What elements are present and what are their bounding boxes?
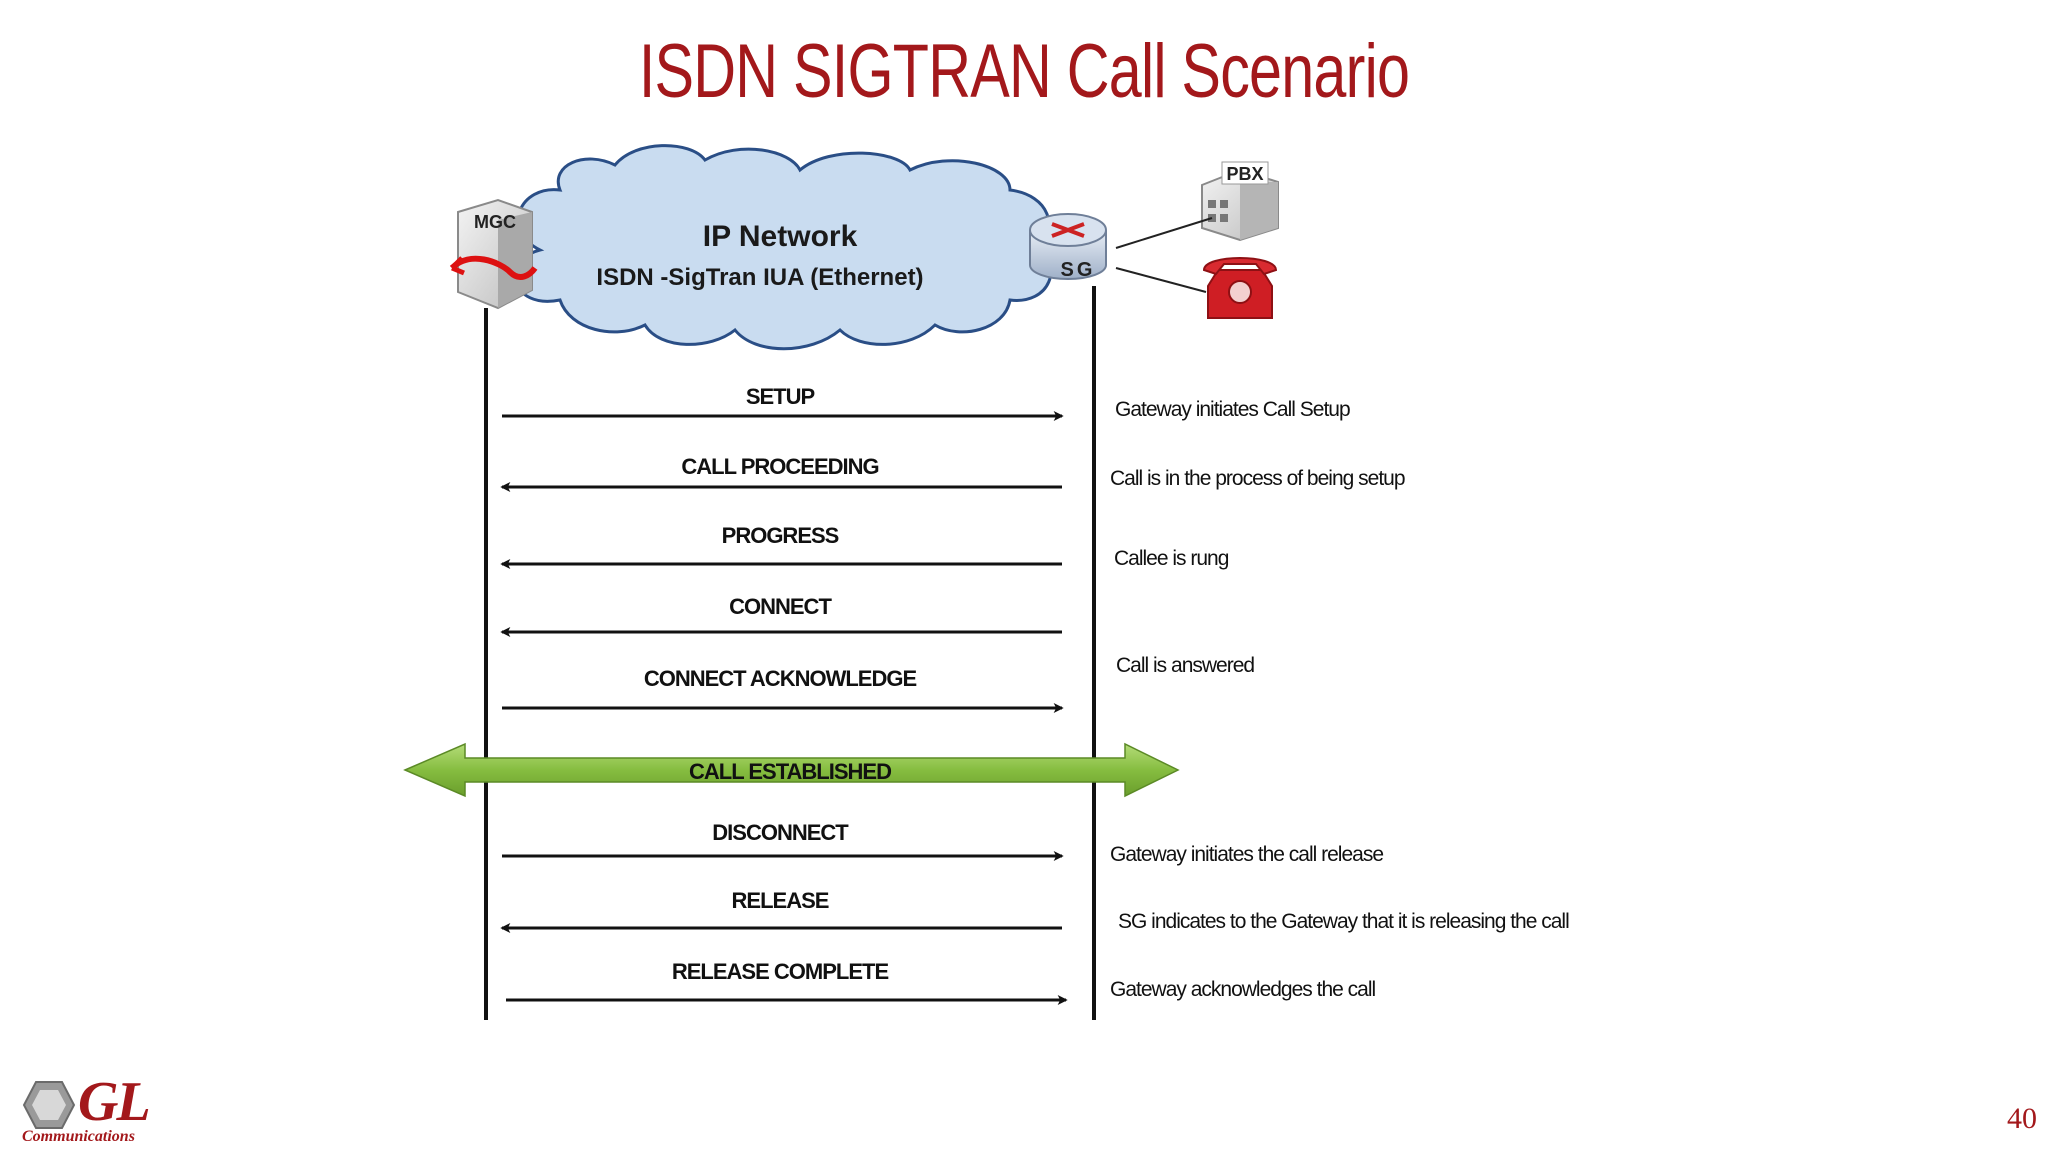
call-established-label: CALL ESTABLISHED bbox=[689, 759, 891, 784]
sg-label: SG bbox=[1061, 259, 1096, 281]
slide-title: ISDN SIGTRAN Call Scenario bbox=[638, 29, 1410, 114]
gl-communications-logo: GL Communications bbox=[20, 1071, 170, 1148]
message-note: Gateway initiates Call Setup bbox=[1115, 398, 1350, 421]
sg-phone-link bbox=[1115, 267, 1207, 293]
message-note: SG indicates to the Gateway that it is r… bbox=[1118, 910, 1569, 933]
message-label: SETUP bbox=[746, 384, 815, 409]
message-arrow-progress: PROGRESS Callee is rung bbox=[500, 523, 1230, 570]
message-arrow-setup: SETUP Gateway initiates Call Setup bbox=[502, 384, 1351, 421]
ip-network-cloud: IP Network ISDN -SigTran IUA (Ethernet) bbox=[513, 144, 1053, 351]
message-label: CONNECT bbox=[729, 594, 832, 619]
logo-hexagon-icon bbox=[22, 1081, 76, 1129]
message-label: PROGRESS bbox=[722, 523, 839, 548]
message-note: Call is answered bbox=[1116, 654, 1254, 677]
message-arrow-disconnect: DISCONNECT Gateway initiates the call re… bbox=[502, 820, 1384, 866]
message-arrow-call-proceeding: CALL PROCEEDING Call is in the process o… bbox=[500, 454, 1406, 492]
message-note: Gateway acknowledges the call bbox=[1110, 978, 1375, 1001]
pbx-node: PBX bbox=[1201, 161, 1279, 242]
pbx-label: PBX bbox=[1226, 164, 1263, 184]
message-label: CONNECT ACKNOWLEDGE bbox=[644, 666, 917, 691]
message-label: CALL PROCEEDING bbox=[681, 454, 878, 479]
call-established-arrow: CALL ESTABLISHED bbox=[403, 742, 1180, 798]
message-note: Callee is rung bbox=[1114, 547, 1229, 570]
message-note: Gateway initiates the call release bbox=[1110, 843, 1383, 866]
sg-pbx-link bbox=[1115, 217, 1213, 249]
sg-router-node: SG bbox=[1029, 213, 1107, 281]
message-arrow-release-complete: RELEASE COMPLETE Gateway acknowledges th… bbox=[506, 959, 1376, 1005]
mgc-label: MGC bbox=[474, 212, 516, 232]
message-label: DISCONNECT bbox=[712, 820, 849, 845]
cloud-subtitle: ISDN -SigTran IUA (Ethernet) bbox=[596, 264, 923, 291]
cloud-title: IP Network bbox=[703, 220, 858, 253]
mgc-node: MGC bbox=[449, 198, 538, 310]
message-arrow-release: RELEASE SG indicates to the Gateway that… bbox=[500, 888, 1570, 933]
page-number: 40 bbox=[2007, 1102, 2037, 1135]
message-note: Call is in the process of being setup bbox=[1110, 467, 1405, 490]
logo-subtitle: Communications bbox=[22, 1128, 135, 1145]
message-label: RELEASE COMPLETE bbox=[672, 959, 889, 984]
message-label: RELEASE bbox=[732, 888, 829, 913]
telephone-icon bbox=[1202, 257, 1278, 319]
logo-text: GL bbox=[78, 1071, 151, 1133]
message-arrow-connect-acknowledge: CONNECT ACKNOWLEDGE Call is answered bbox=[502, 654, 1255, 713]
message-arrow-connect: CONNECT bbox=[500, 594, 1062, 637]
